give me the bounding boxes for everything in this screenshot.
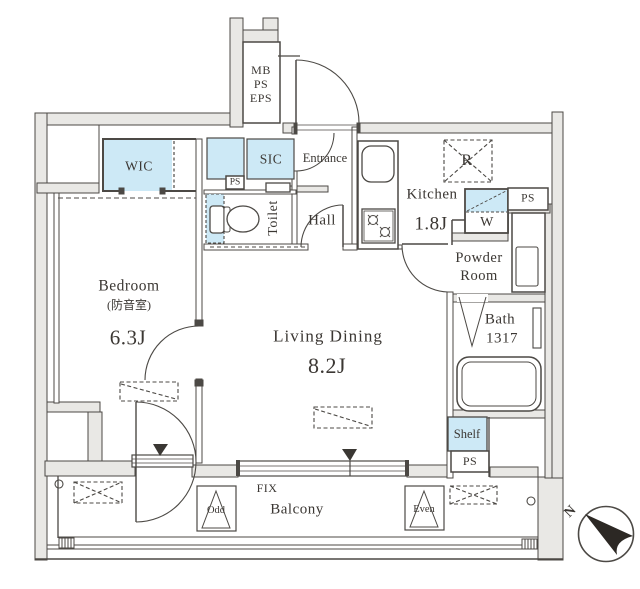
balcony-outline xyxy=(47,476,538,550)
shelf-label: Shelf xyxy=(453,426,481,441)
bath-fixtures xyxy=(456,294,542,412)
ps-label-kitchen: PS xyxy=(521,192,535,205)
drain-icon-left xyxy=(54,479,64,489)
room-label-wic: WIC xyxy=(125,158,153,174)
toilet-counter xyxy=(265,182,291,193)
washer-space xyxy=(464,188,509,234)
hall-door xyxy=(300,204,344,248)
basin-counter xyxy=(511,212,546,293)
entrance-door xyxy=(293,59,361,134)
living-ac-space xyxy=(313,406,373,429)
living-window xyxy=(236,460,409,477)
toilet-icon xyxy=(209,205,260,234)
bathtub-icon xyxy=(456,356,542,412)
room-label-bath: Bath xyxy=(484,311,516,328)
room-label-powder-1: Powder xyxy=(455,249,503,266)
room-label-toilet: Toilet xyxy=(266,200,281,236)
area-label-living: 8.2J xyxy=(307,353,347,378)
area-label-kitchen: 1.8J xyxy=(414,213,448,235)
size-label-bath: 1317 xyxy=(486,330,518,347)
sic-door-arc xyxy=(295,132,335,172)
hatch-label-odd: Odd xyxy=(206,504,226,516)
room-note-bedroom: (防音室) xyxy=(107,298,151,312)
fridge-label: R xyxy=(461,152,473,169)
basin-icon xyxy=(515,246,539,287)
hatch-ticks xyxy=(58,537,538,550)
ps-box-kitchen xyxy=(507,187,549,211)
fridge-space xyxy=(443,139,493,183)
towel-bar xyxy=(532,307,542,349)
ps-label-shelf: PS xyxy=(462,454,478,468)
shelf-box xyxy=(447,416,488,452)
room-label-entrance: Entrance xyxy=(302,150,348,165)
bedroom-window xyxy=(131,401,197,523)
shaft-label-ps: PS xyxy=(253,77,269,91)
north-compass-icon xyxy=(577,505,635,563)
window-marker-living xyxy=(342,449,357,461)
room-label-sic: SIC xyxy=(259,151,283,167)
room-label-powder-2: Room xyxy=(460,267,498,284)
sic-closet xyxy=(246,138,295,180)
wic-closet xyxy=(104,140,172,191)
hatch-label-even: Even xyxy=(413,503,435,515)
bedroom-door xyxy=(144,319,204,387)
fix-window-label: FIX xyxy=(256,481,278,495)
ps-label-sic: PS xyxy=(229,177,241,188)
shaft-label-mb: MB xyxy=(251,63,271,77)
area-label-bedroom: 6.3J xyxy=(109,325,147,350)
room-label-kitchen: Kitchen xyxy=(406,186,458,203)
window-marker-bedroom xyxy=(153,444,168,456)
stove-icon xyxy=(361,208,396,244)
room-label-balcony: Balcony xyxy=(270,501,324,518)
evacuation-hatch-even xyxy=(404,485,445,531)
kitchen-sink-icon xyxy=(361,145,395,183)
room-label-hall: Hall xyxy=(308,212,336,229)
room-label-living: Living Dining xyxy=(273,326,383,346)
bedroom-ac-space xyxy=(119,381,179,402)
evacuation-hatch-odd xyxy=(196,485,237,532)
drain-icon-right xyxy=(526,496,536,506)
shaft-label-eps: EPS xyxy=(249,91,273,105)
ps-box-sic xyxy=(225,175,245,190)
balcony-ac-space-right xyxy=(449,485,498,505)
washer-label: W xyxy=(480,215,494,230)
room-label-bedroom: Bedroom xyxy=(98,277,160,295)
powder-door xyxy=(401,243,449,293)
shaft-box xyxy=(242,41,281,124)
sic-closet-left xyxy=(206,137,245,180)
balcony-ac-space-left xyxy=(73,481,123,504)
